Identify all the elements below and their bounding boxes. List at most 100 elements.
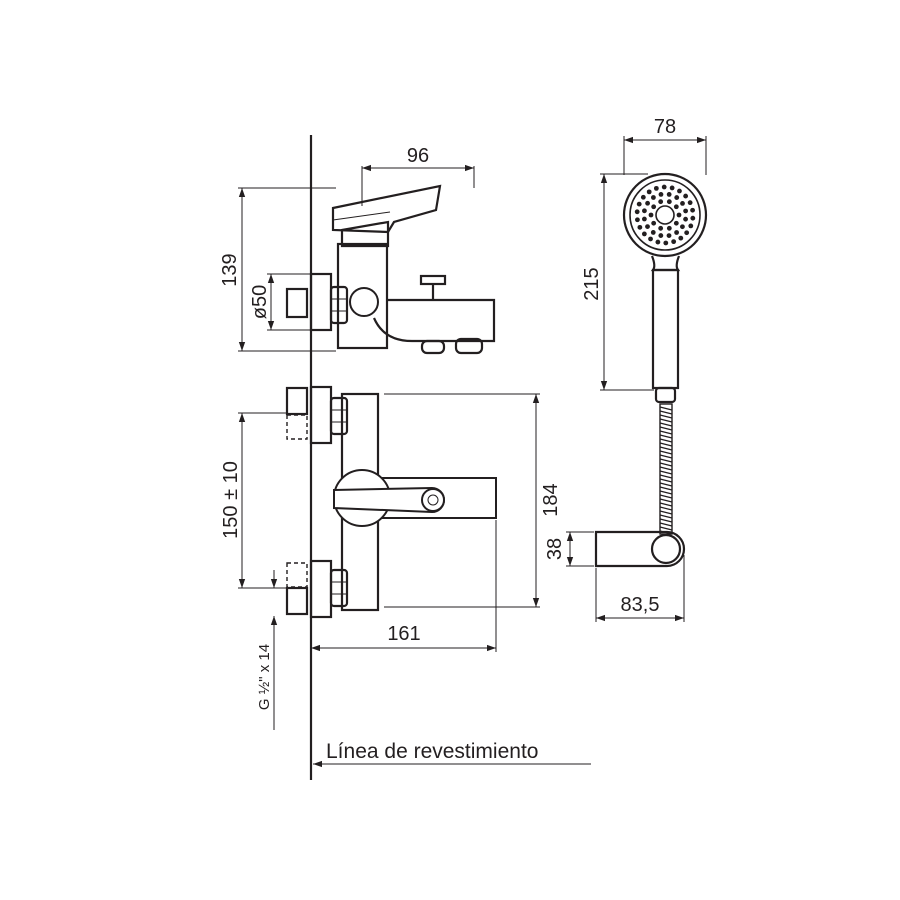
dim-label-215: 215 <box>581 267 603 300</box>
nozzle <box>642 208 647 214</box>
nozzle <box>646 189 652 195</box>
hose-coil <box>659 470 673 475</box>
nozzle <box>673 204 679 210</box>
nozzle <box>674 230 679 235</box>
hose-coil <box>659 494 673 499</box>
nozzle <box>653 185 659 191</box>
nozzle <box>684 230 690 236</box>
hose-coil <box>659 462 673 467</box>
nozzle <box>651 220 657 226</box>
nozzle <box>641 231 647 237</box>
hose-coil <box>659 438 673 443</box>
hose-coil <box>659 450 673 455</box>
hose-coil <box>659 458 673 463</box>
nozzle <box>666 192 672 197</box>
nozzle <box>674 195 680 200</box>
nozzle <box>636 201 642 207</box>
shower-nozzles <box>634 184 696 246</box>
dim-label-78: 78 <box>654 116 676 138</box>
nozzle <box>637 224 643 230</box>
hose-coil <box>659 490 673 495</box>
hose-coil <box>659 422 673 427</box>
dim-label-150: 150 ± 10 <box>220 461 242 539</box>
nozzle <box>648 212 654 218</box>
hose-coil <box>659 426 673 431</box>
nozzle <box>658 199 664 205</box>
nozzle <box>666 233 672 239</box>
dim-83-5: 83,5 <box>595 555 685 622</box>
nozzle <box>683 216 688 222</box>
dim-150: 150 ± 10 <box>220 412 286 589</box>
hose-coil <box>659 410 673 415</box>
dim-215: 215 <box>581 173 654 391</box>
nozzle <box>650 230 656 235</box>
dim-d50: ø50 <box>249 273 311 331</box>
nozzle <box>673 220 679 226</box>
nozzle <box>645 200 650 206</box>
hose-coil <box>659 502 673 507</box>
nozzle <box>635 217 640 223</box>
nozzle <box>683 193 689 199</box>
nozzle <box>669 185 675 191</box>
hose-coil <box>659 518 673 523</box>
hose-coil <box>659 442 673 447</box>
nozzle <box>641 216 647 222</box>
nozzle <box>666 225 672 231</box>
hose-coil <box>659 454 673 459</box>
nozzle <box>645 224 650 230</box>
hose-coil <box>659 498 673 503</box>
nozzle <box>671 239 677 245</box>
nozzle <box>658 233 664 238</box>
hose-coil <box>659 414 673 419</box>
nozzle <box>687 200 693 206</box>
dim-label-thread: G ½" x 14 <box>256 644 273 710</box>
hand-shower <box>594 172 708 568</box>
hose-coil <box>659 506 673 511</box>
hose-coil <box>659 526 673 531</box>
dim-label-d50: ø50 <box>249 285 271 319</box>
dim-184: 184 <box>384 393 562 608</box>
dim-label-184: 184 <box>540 483 562 516</box>
nozzle <box>683 208 689 214</box>
nozzle <box>648 236 653 242</box>
nozzle <box>666 199 672 205</box>
nozzle <box>680 201 685 206</box>
hose-coil <box>659 446 673 451</box>
dim-78: 78 <box>623 116 707 175</box>
hose-coil <box>659 514 673 519</box>
nozzle <box>651 204 657 210</box>
nozzle <box>676 212 682 218</box>
dim-label-38: 38 <box>544 538 566 560</box>
nozzle <box>690 207 695 213</box>
dim-96: 96 <box>361 145 475 206</box>
dim-161: 161 <box>311 520 497 652</box>
mixer-side-view <box>285 184 496 355</box>
nozzle <box>640 194 646 200</box>
nozzle <box>678 235 684 241</box>
nozzle <box>655 239 661 245</box>
nozzle <box>680 224 685 230</box>
hose-coil <box>659 510 673 515</box>
dim-label-161: 161 <box>387 623 420 645</box>
wall-line-callout: Línea de revestimiento <box>313 740 591 768</box>
nozzle <box>688 223 694 229</box>
hose-coil <box>659 430 673 435</box>
hose-coil <box>659 406 673 411</box>
hose-coil <box>659 434 673 439</box>
nozzle <box>677 188 682 194</box>
hose-coil <box>659 486 673 491</box>
nozzle <box>658 225 664 231</box>
nozzle <box>651 195 656 200</box>
nozzle <box>661 184 667 190</box>
nozzle <box>690 215 696 221</box>
shower-hose <box>659 403 673 535</box>
hose-coil <box>659 474 673 479</box>
hose-coil <box>659 522 673 527</box>
dim-thread: G ½" x 14 <box>256 570 278 730</box>
nozzle <box>663 240 669 246</box>
nozzle <box>658 191 664 197</box>
dim-label-83-5: 83,5 <box>621 594 660 616</box>
hose-coil <box>659 466 673 471</box>
dim-139: 139 <box>219 187 336 352</box>
